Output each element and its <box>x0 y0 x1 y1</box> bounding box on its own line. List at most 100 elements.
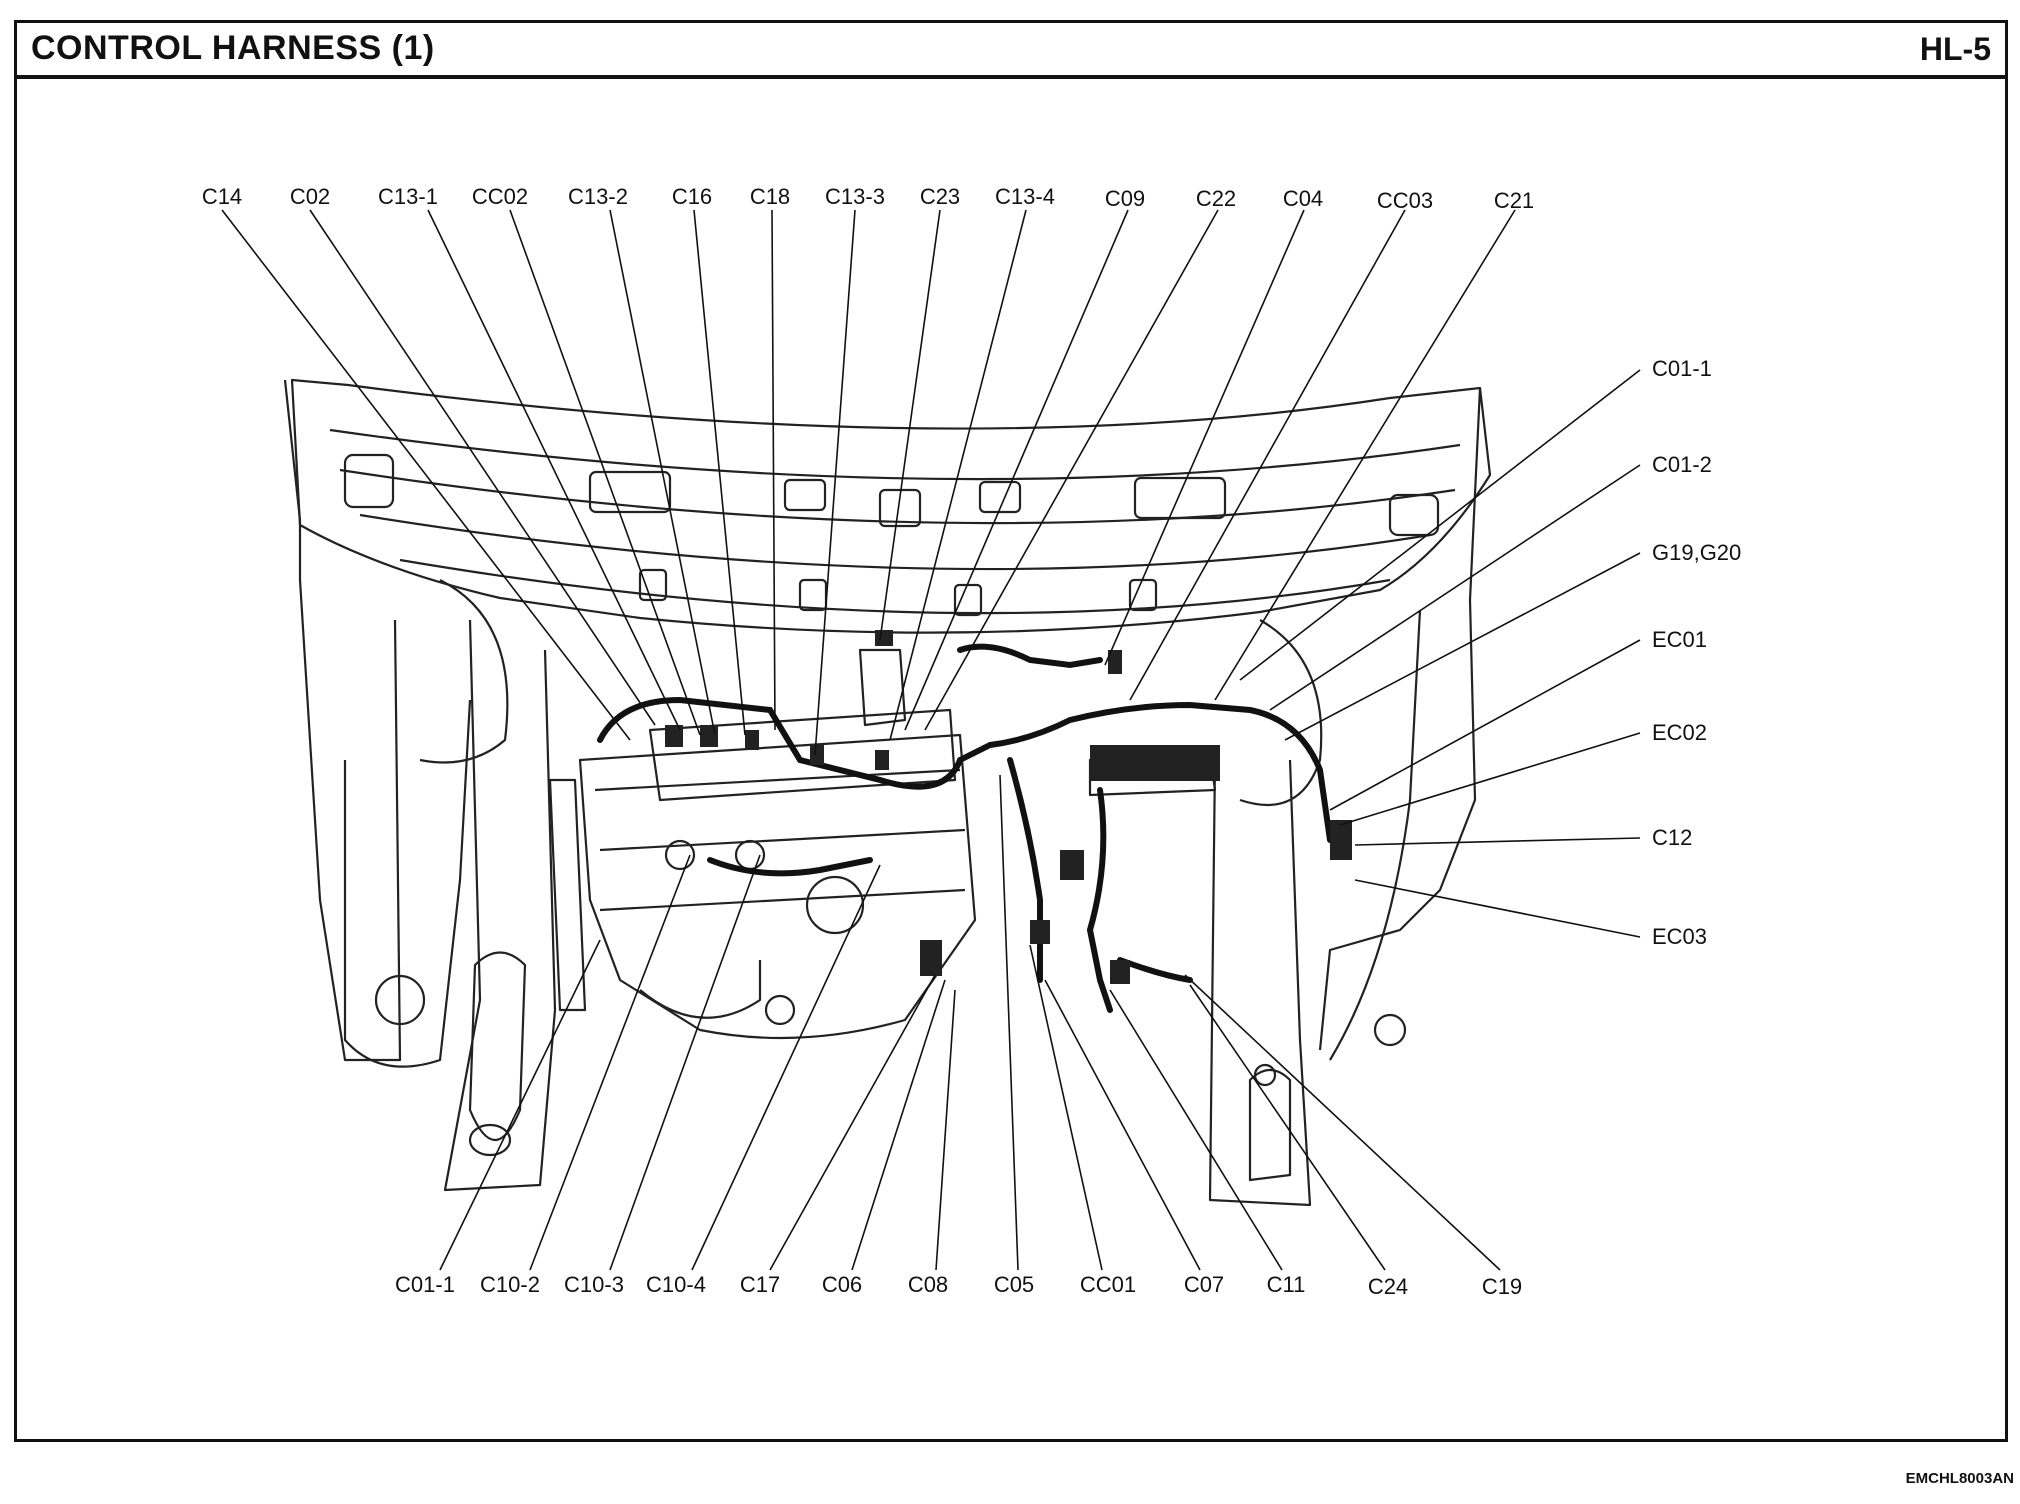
leader-c19 <box>1184 974 1501 1271</box>
right-apron-hole <box>1373 1013 1407 1047</box>
label-c06: C06 <box>822 1272 862 1297</box>
cowl-line-1 <box>329 428 1461 481</box>
leader-c01-2 <box>1269 464 1641 711</box>
label-c02: C02 <box>290 184 330 209</box>
connector-block-8 <box>1110 960 1130 984</box>
label-ec01: EC01 <box>1652 627 1707 652</box>
label-c13-1: C13-1 <box>378 184 438 209</box>
connector-block-4 <box>810 745 824 765</box>
leader-c06 <box>851 979 946 1271</box>
label-cc01: CC01 <box>1080 1272 1136 1297</box>
leader-c23 <box>879 209 941 641</box>
leader-c10-2 <box>529 854 691 1271</box>
right-apron-inner <box>1329 609 1422 1061</box>
leader-c08 <box>935 989 956 1271</box>
label-c19: C19 <box>1482 1274 1522 1299</box>
harness-branch-c24 <box>1117 957 1193 983</box>
leader-c09 <box>904 209 1129 731</box>
leader-c13-3 <box>814 209 856 756</box>
leader-c07 <box>1044 979 1201 1271</box>
left-wheel-housing <box>343 699 472 1068</box>
leader-c04 <box>1104 209 1305 666</box>
label-c05: C05 <box>994 1272 1034 1297</box>
label-c16: C16 <box>672 184 712 209</box>
leader-c14 <box>221 209 631 741</box>
leader-cc02 <box>509 209 701 736</box>
leader-cc03 <box>1129 209 1406 701</box>
harness-branch-upper <box>957 643 1103 669</box>
leader-lines <box>221 209 1641 1271</box>
label-c01-2: C01-2 <box>1652 452 1712 477</box>
label-c07: C07 <box>1184 1272 1224 1297</box>
label-c22: C22 <box>1196 186 1236 211</box>
leader-c01-1-right <box>1239 369 1641 681</box>
leader-cc01 <box>1029 944 1103 1271</box>
leader-g19-g20 <box>1284 552 1641 741</box>
label-c01-1-bottom: C01-1 <box>395 1272 455 1297</box>
connector-block-10 <box>1060 850 1084 880</box>
document-code: EMCHL8003AN <box>1905 1470 2014 1487</box>
connector-block-5 <box>875 750 889 770</box>
label-cc02: CC02 <box>472 184 528 209</box>
right-apron-outer <box>1318 387 1482 1051</box>
label-c21: C21 <box>1494 188 1534 213</box>
label-c08: C08 <box>908 1272 948 1297</box>
vehicle-body-drawing <box>283 378 1492 1207</box>
leader-c24 <box>1189 984 1386 1271</box>
label-c13-4: C13-4 <box>995 184 1055 209</box>
leader-c13-2 <box>609 209 716 736</box>
left-side-member <box>443 619 557 1192</box>
harness-wiring <box>597 643 1333 1013</box>
right-labels: C01-1 C01-2 G19,G20 EC01 EC02 C12 EC03 <box>1652 356 1741 949</box>
connector-block-7 <box>1030 920 1050 944</box>
leader-ec02 <box>1339 732 1641 826</box>
left-strut-hole <box>374 974 426 1026</box>
leader-c17 <box>769 974 936 1271</box>
leader-c13-4 <box>889 209 1027 741</box>
leader-c21 <box>1214 209 1516 701</box>
left-member-pocket <box>468 951 527 1141</box>
leader-c10-3 <box>609 854 761 1271</box>
bottom-labels: C01-1 C10-2 C10-3 C10-4 C17 C06 C08 C05 … <box>395 1272 1522 1299</box>
page-frame: CONTROL HARNESS (1) HL-5 <box>14 20 2008 1442</box>
leader-c05 <box>999 774 1019 1271</box>
label-c13-2: C13-2 <box>568 184 628 209</box>
label-c10-3: C10-3 <box>564 1272 624 1297</box>
leader-c11 <box>1109 989 1283 1271</box>
label-c12: C12 <box>1652 825 1692 850</box>
spark-plug-1 <box>664 839 696 871</box>
label-ec02: EC02 <box>1652 720 1707 745</box>
engine-line-3 <box>599 888 966 912</box>
label-c14: C14 <box>202 184 242 209</box>
right-member-pocket <box>1248 1068 1292 1182</box>
cowl-line-2 <box>339 468 1456 525</box>
label-c09: C09 <box>1105 186 1145 211</box>
intake-manifold <box>648 708 957 802</box>
connector-block-9 <box>1330 820 1352 860</box>
engine-line-2 <box>599 828 966 852</box>
label-c01-1-right: C01-1 <box>1652 356 1712 381</box>
leader-c01-1-bottom <box>439 939 601 1271</box>
oil-cap <box>805 875 865 935</box>
connector-block-3 <box>745 730 759 750</box>
main-harness-trunk <box>597 696 1333 843</box>
leader-c12 <box>1354 837 1641 846</box>
connector-block-6 <box>920 940 942 976</box>
label-c17: C17 <box>740 1272 780 1297</box>
harness-connectors <box>665 630 1352 984</box>
connector-block-2 <box>700 725 718 747</box>
title-bar: CONTROL HARNESS (1) HL-5 <box>17 23 2005 79</box>
throttle-body <box>858 648 907 727</box>
label-c18: C18 <box>750 184 790 209</box>
label-c11: C11 <box>1267 1272 1306 1297</box>
harness-branch-injectors <box>707 857 873 877</box>
harness-branch-center <box>1007 757 1043 983</box>
connector-block-1 <box>665 725 683 747</box>
label-c24: C24 <box>1368 1274 1408 1299</box>
left-wheel-arch <box>419 579 509 764</box>
oil-pan-outline <box>639 960 762 1019</box>
label-g19-g20: G19,G20 <box>1652 540 1741 565</box>
label-c10-4: C10-4 <box>646 1272 706 1297</box>
relay-box-block <box>1090 745 1220 781</box>
leader-c02 <box>309 209 656 726</box>
